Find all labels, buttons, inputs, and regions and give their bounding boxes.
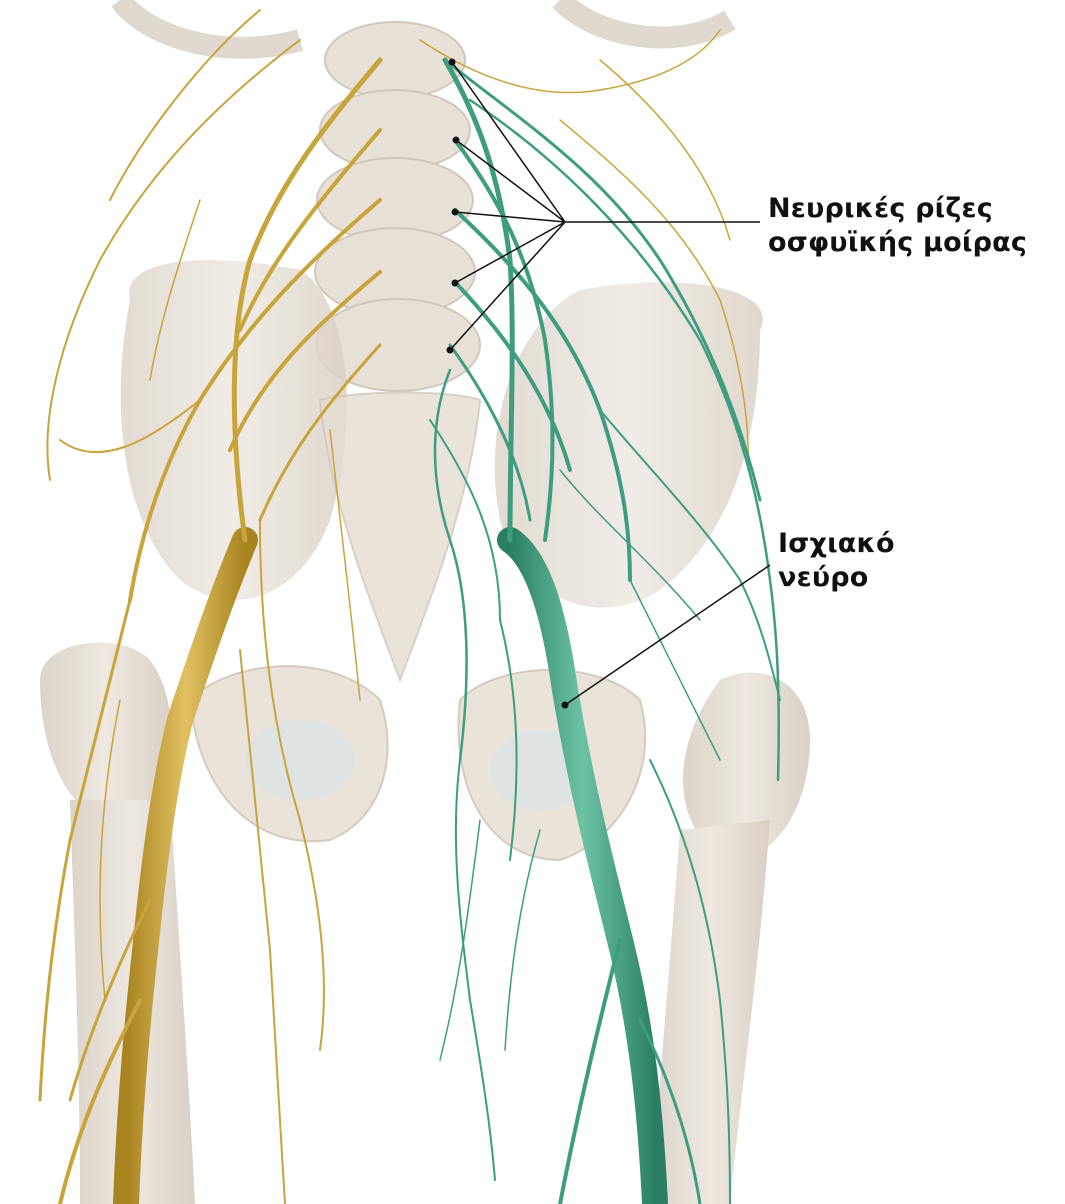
label-lumbar-nerve-roots-line1: Νευρικές ρίζες bbox=[768, 192, 1027, 226]
skeleton bbox=[40, 0, 810, 1204]
label-sciatic-nerve-line2: νεύρο bbox=[778, 561, 895, 595]
femur-shaft-right bbox=[650, 820, 770, 1204]
label-sciatic-nerve-line1: Ισχιακό bbox=[778, 527, 895, 561]
rib-left bbox=[120, 0, 300, 48]
label-sciatic-nerve: Ισχιακό νεύρο bbox=[778, 527, 895, 595]
obturator-left bbox=[245, 720, 355, 800]
sacrum bbox=[320, 393, 480, 681]
label-lumbar-nerve-roots-line2: οσφυϊκής μοίρας bbox=[768, 226, 1027, 260]
label-lumbar-nerve-roots: Νευρικές ρίζες οσφυϊκής μοίρας bbox=[768, 192, 1027, 260]
rib-right bbox=[560, 0, 730, 37]
